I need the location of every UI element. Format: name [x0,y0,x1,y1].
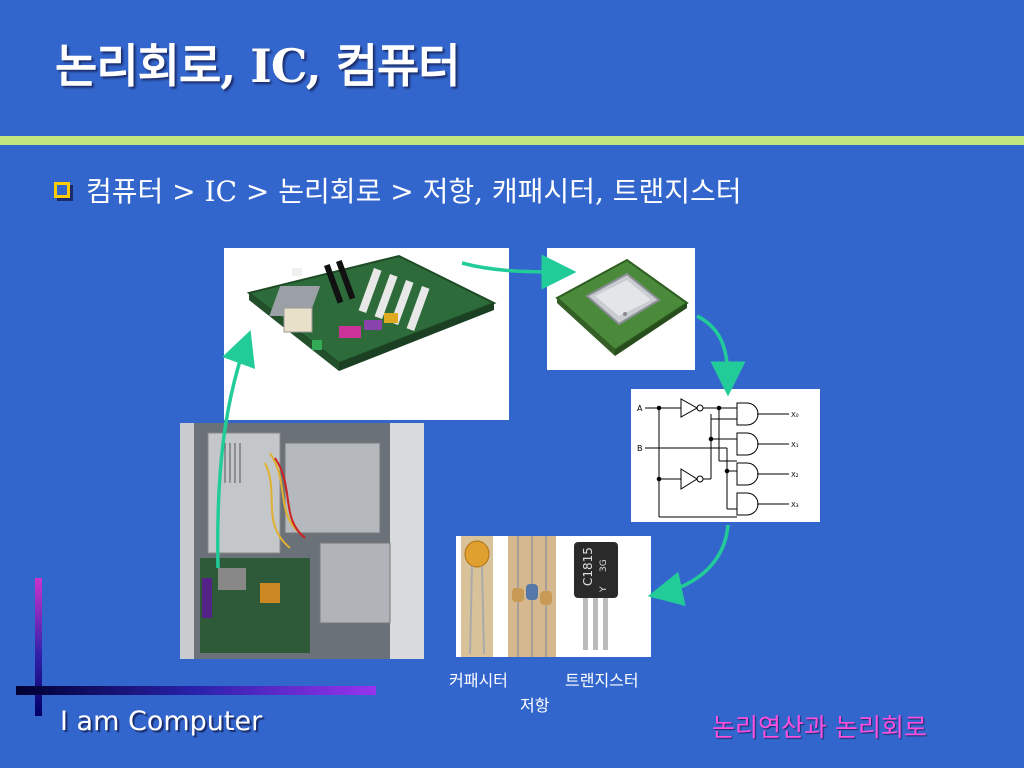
output-x0-label: X₀ [791,411,799,419]
square-bullet-icon [54,182,70,198]
transistor-marking-mid: Y [599,586,609,593]
output-x1-label: X₁ [791,441,799,449]
caption-transistor: 트랜지스터 [565,671,639,690]
title-divider [0,136,1024,145]
caption-resistor: 저항 [520,696,550,715]
corner-decoration-horizontal [16,686,376,695]
bullet-text: 컴퓨터 > IC > 논리회로 > 저항, 캐패시터, 트랜지스터 [86,175,742,208]
corner-decoration-vertical [35,578,42,716]
footer-left-text: I am Computer [60,706,263,737]
arrow-motherboard-to-cpu [461,254,577,290]
input-a-label: A [637,404,643,413]
transistor-marking-top: C1815 [581,547,595,586]
output-x2-label: X₂ [791,471,799,479]
arrow-logic-to-components [647,524,730,606]
footer-right-text: 논리연산과 논리회로 [712,713,927,742]
logic-circuit-image: A B [631,389,820,522]
input-b-label: B [637,444,643,453]
arrow-cpu-to-logic [696,314,746,397]
output-x3-label: X₃ [791,501,799,509]
motherboard-image [224,248,509,420]
slide-title: 논리회로, IC, 컴퓨터 [55,39,461,93]
components-image: C1815 3G Y [456,536,651,657]
arrow-case-to-motherboard [216,330,256,569]
bullet-item: 컴퓨터 > IC > 논리회로 > 저항, 캐패시터, 트랜지스터 [54,170,742,210]
caption-capacitor: 커패시터 [449,671,508,690]
transistor-marking-side: 3G [599,559,609,572]
